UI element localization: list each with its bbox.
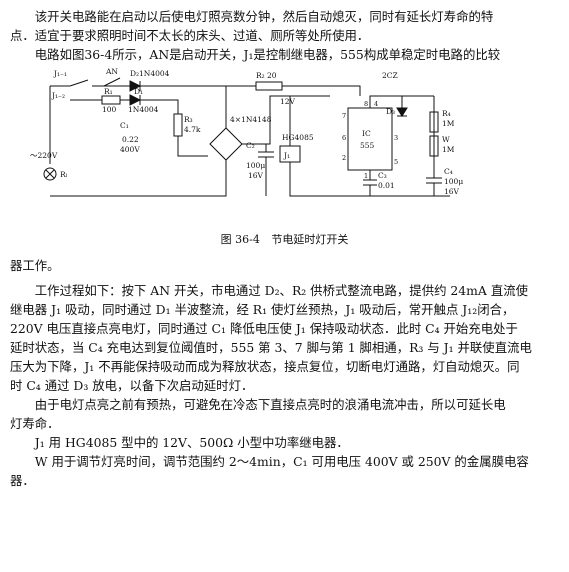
switch-j1-1 [69,79,89,87]
body-paragraph-5: W 用于调节灯亮时间，调节范围约 2～4min，C₁ 可用电压 400V 或 2… [10,452,552,490]
figure-number: 图 36-4 [220,233,260,246]
pin-2: 2 [342,154,346,162]
body-line-1: 器工作。 [10,258,60,273]
label-ic: IC [362,129,371,138]
wire-bridge-right [242,95,330,145]
label-r4-value: 1M [442,119,455,128]
body-line-3b: 灯寿命． [10,416,60,431]
resistor-r3 [173,113,183,137]
intro-line-2: 点．适宜于要求照明时间不太长的床头、过道、厕所等处所使用． [10,28,370,43]
body-line-4: J₁ 用 HG4085 型中的 12V、500Ω 小型中功率继电器． [34,435,349,450]
label-ac-supply: ～220V [30,151,58,160]
label-c1-value-2: 400V [120,145,140,154]
label-r3: R₃ [184,115,193,124]
pin-4: 4 [374,100,378,108]
resistor-r4 [429,111,439,133]
capacitor-c4 [426,177,442,184]
label-d1-value: 1N4004 [128,105,159,114]
label-r3-value: 4.7k [184,125,201,134]
ic-555-box [347,107,393,171]
body-line-2d: 延时状态，当 C₄ 充电达到复位阈值时，555 第 3、7 脚与第 1 脚相通，… [10,340,532,355]
label-d1: D₁ [134,87,143,96]
resistor-r2 [255,81,283,91]
label-r4: R₄ [442,109,451,118]
label-relay: HG4085 [282,133,314,142]
label-c4-value-2: 16V [444,187,460,196]
label-d2: D₂1N4004 [130,69,170,78]
label-c3: C₃ [378,171,387,180]
potentiometer-w [429,135,439,157]
label-c2-value-2: 16V [248,171,264,180]
body-line-2b: 继电器 J₁ 吸动，同时通过 D₁ 半波整流，经 R₁ 使灯丝预热，J₁ 吸动后… [10,302,515,317]
pin-7: 7 [342,112,346,120]
label-j1-2: J₁₋₂ [51,91,65,100]
label-j1: J₁ [283,151,290,160]
pin-6: 6 [342,134,346,142]
body-line-2a: 工作过程如下：按下 AN 开关，市电通过 D₂、R₂ 供桥式整流电路，提供约 2… [34,283,528,298]
pin-3: 3 [394,134,398,142]
diode-d3 [396,107,408,117]
label-an: AN [105,67,118,76]
label-c2: C₂ [246,141,255,150]
intro-line-1: 该开关电路能在启动以后使电灯照亮数分钟，然后自动熄灭，同时有延长灯寿命的特 [34,9,494,24]
diode-d2 [129,80,142,92]
label-rl: Rₗ [60,170,68,179]
body-paragraph-1: 器工作。 [10,256,552,275]
label-c3-value: 0.01 [378,181,395,190]
body-line-5b: 器． [10,473,35,488]
label-j1-1: J₁₋₁ [53,69,67,78]
body-line-5a: W 用于调节灯亮时间，调节范围约 2～4min，C₁ 可用电压 400V 或 2… [34,454,529,469]
label-c4: C₄ [444,167,453,176]
label-c4-value-1: 100μ [444,177,463,186]
switch-an [103,77,121,87]
figure-title: 节电延时灯开关 [271,233,349,246]
body-paragraph-4: J₁ 用 HG4085 型中的 12V、500Ω 小型中功率继电器． [10,433,552,452]
label-r1: R₁ [104,87,113,96]
label-w-value: 1M [442,145,455,154]
intro-line-3: 电路如图36-4所示，AN是启动开关，J₁是控制继电器，555构成单稳定时电路的… [34,47,501,62]
body-line-2f: 时 C₄ 通过 D₃ 放电，以备下次启动延时灯． [10,378,254,393]
pin-8: 8 [364,100,368,108]
label-bridge: 4×1N4148 [230,115,272,124]
bridge-rectifier [209,127,243,161]
diode-d1 [129,94,142,106]
figure-caption: 图 36-4 节电延时灯开关 [0,231,569,247]
label-c2-value-1: 100μ [246,161,265,170]
capacitor-c2 [258,151,274,158]
intro-paragraph: 该开关电路能在启动以后使电灯照亮数分钟，然后自动熄灭，同时有延长灯寿命的特 点．… [10,7,552,64]
pin-5: 5 [394,158,398,166]
body-line-3a: 由于电灯点亮之前有预热，可避免在冷态下直接点亮时的浪涌电流冲击，所以可延长电 [34,397,506,412]
label-w: W [442,135,450,144]
label-c1: C₁ [120,121,129,130]
label-ic-555: 555 [360,141,375,150]
label-d3: D₃ [386,107,395,116]
wire-r3-down [177,136,208,157]
wire-relay-bottom [289,162,450,197]
body-line-2c: 220V 电压直接点亮电灯，同时通过 C₁ 降低电压使 J₁ 保持吸动状态．此时… [10,321,518,336]
lamp-cross [45,169,55,179]
label-c1-value-1: 0.22 [122,135,139,144]
label-12v: 12V [280,97,296,106]
circuit-diagram: J₁₋₁ J₁₋₂ AN D₂1N4004 R₁ 100 D₁ 1N4004 R… [30,67,463,197]
resistor-r1 [101,95,121,105]
lamp-rl [43,167,57,181]
body-paragraph-3: 由于电灯点亮之前有预热，可避免在冷态下直接点亮时的浪涌电流冲击，所以可延长电 灯… [10,395,552,433]
capacitor-c3 [363,179,377,186]
wire-d1-out [140,99,179,114]
wire-ic-top [369,95,434,108]
label-2cz: 2CZ [382,71,398,80]
label-r2: R₂ 20 [256,71,277,80]
body-line-2e: 压大为下降，J₁ 不再能保持吸动而成为释放状态，接点复位，切断电灯通路，灯自动熄… [10,359,520,374]
body-paragraph-2: 工作过程如下：按下 AN 开关，市电通过 D₂、R₂ 供桥式整流电路，提供约 2… [10,281,552,395]
label-r1-value: 100 [102,105,117,114]
wire-r2-out [282,85,361,96]
wire-bridge-bottom [50,160,227,197]
pin-1: 1 [364,172,368,180]
